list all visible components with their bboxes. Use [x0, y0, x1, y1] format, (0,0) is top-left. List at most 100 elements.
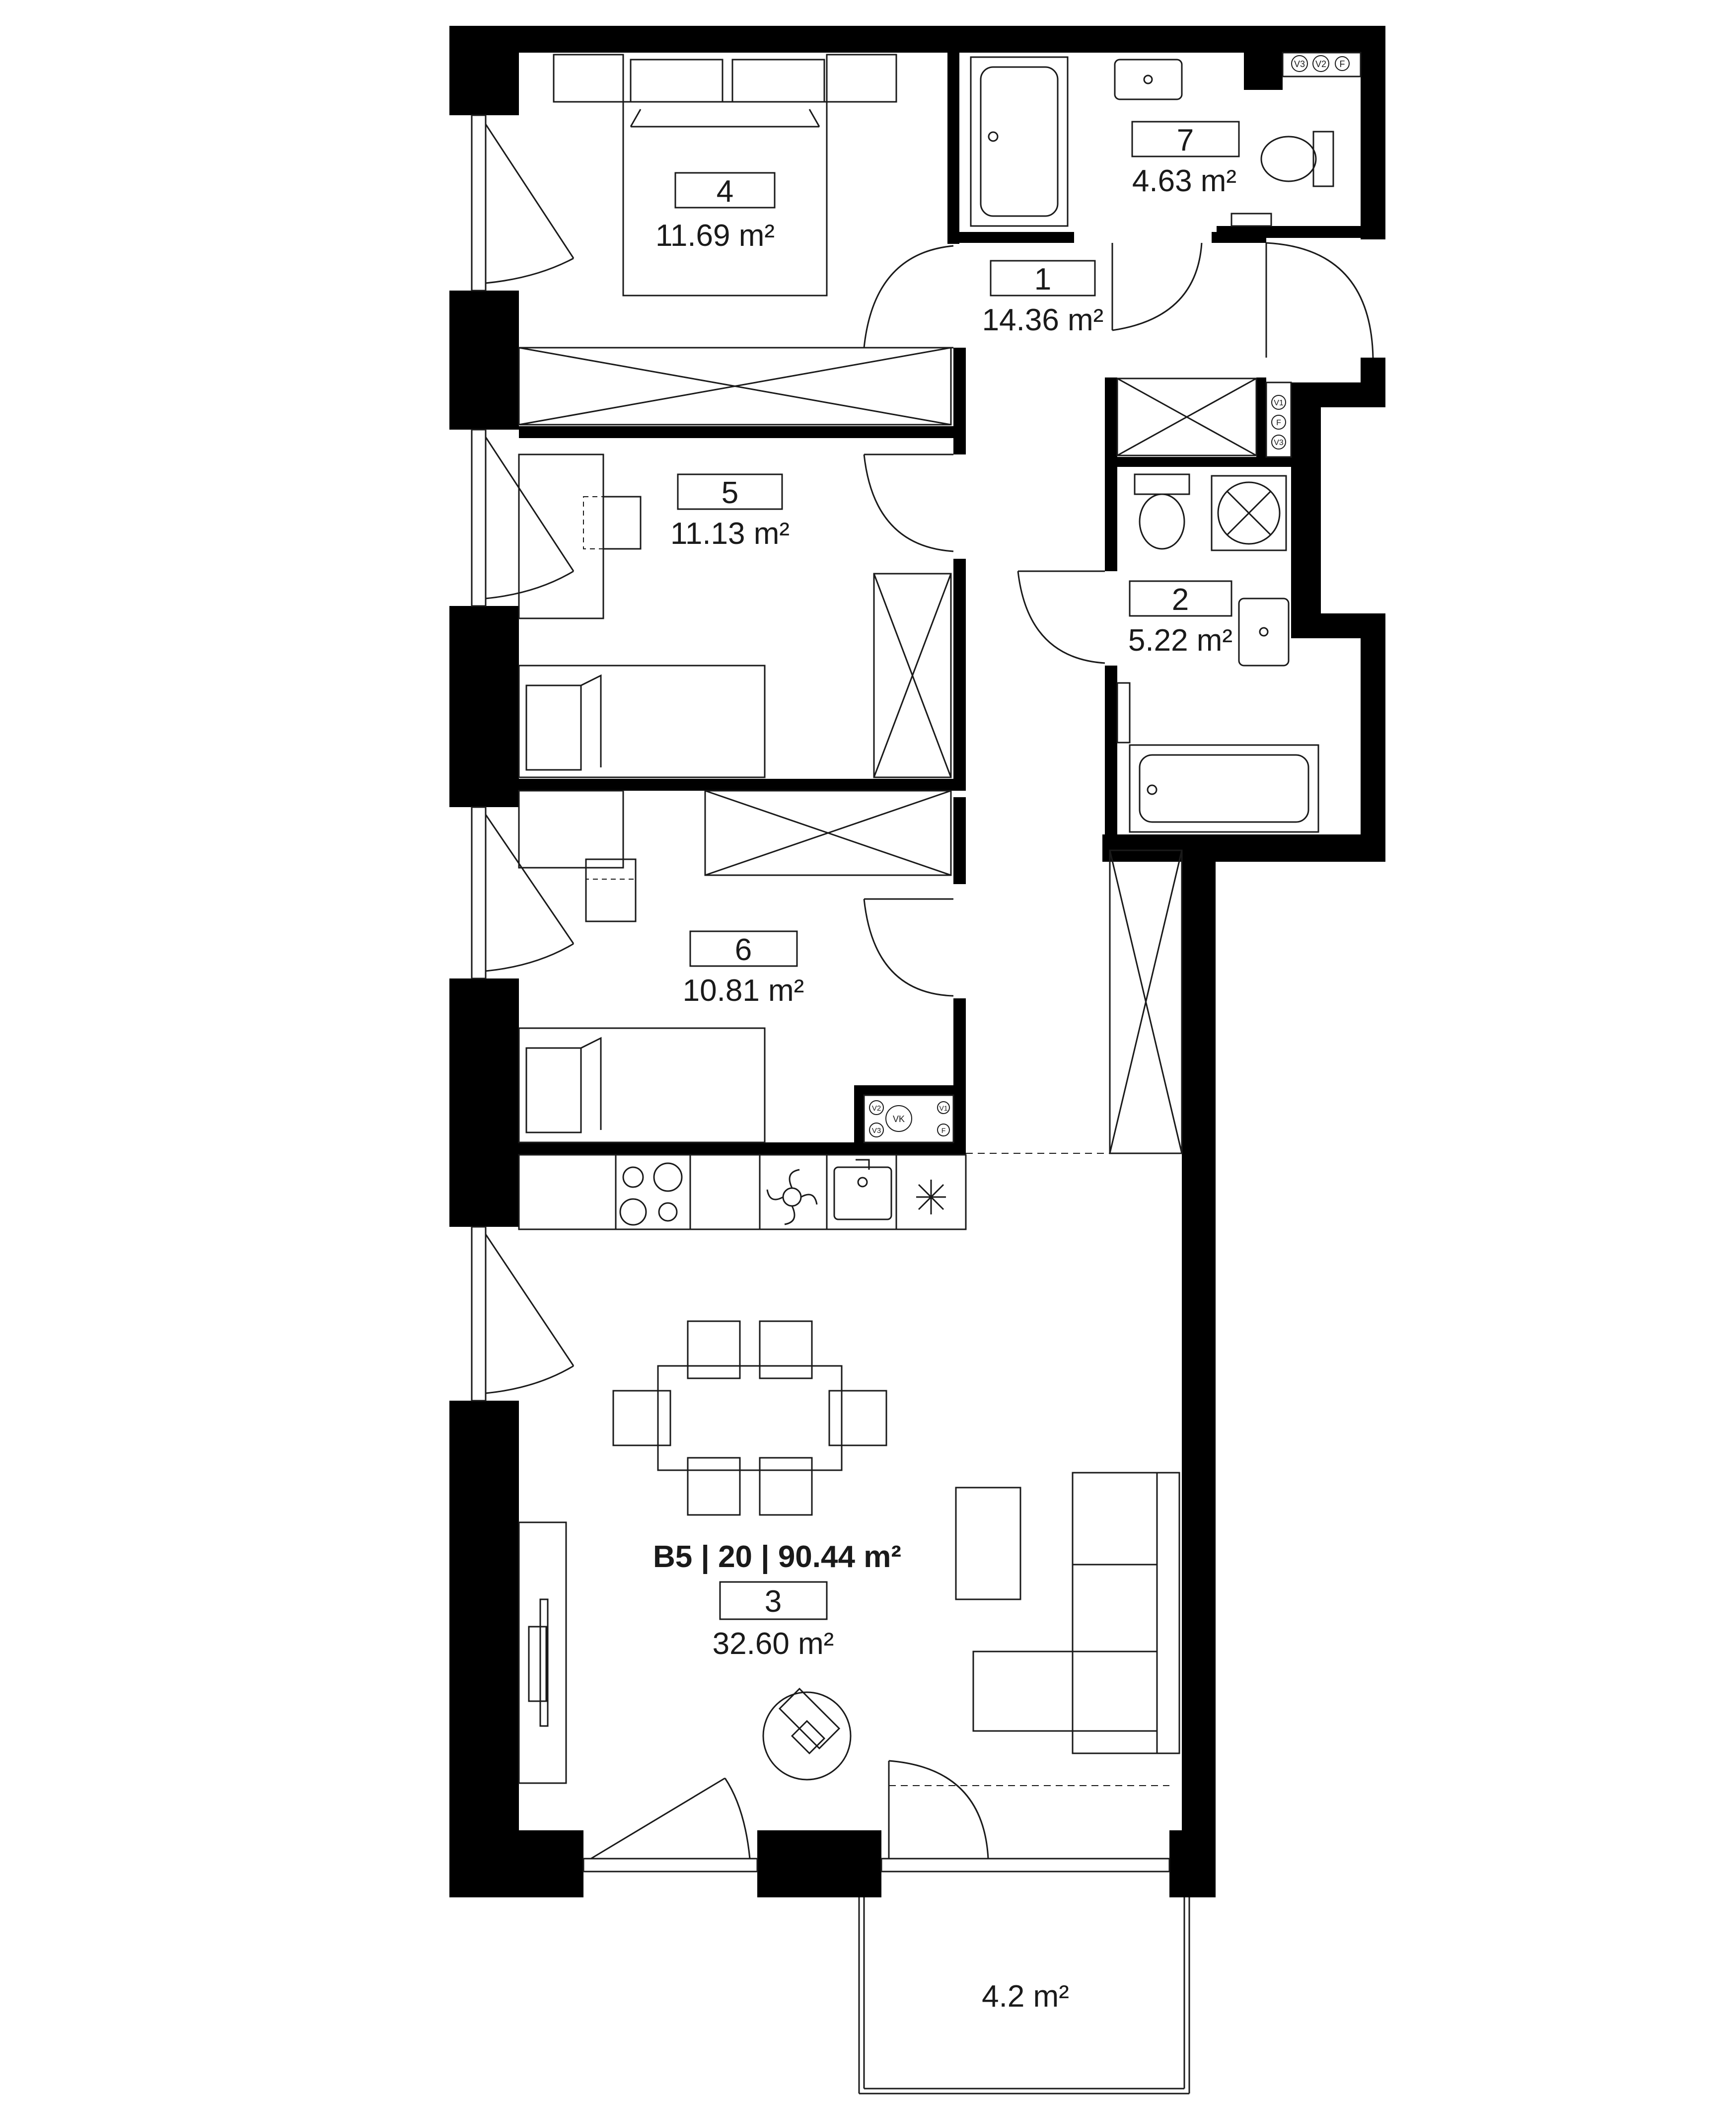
hob-burner-2 [653, 1162, 683, 1192]
washer-2-cross [1227, 491, 1271, 535]
storage-shaft-cross [1117, 377, 1257, 456]
meter-label-f-shaft: F [1276, 419, 1281, 427]
kitchen-counter [518, 1154, 967, 1230]
armchair-inner [778, 1687, 841, 1750]
room5-number-box [677, 473, 783, 510]
room6-area: 10.81 m² [683, 974, 804, 1008]
wall-right-lower [1182, 862, 1216, 1897]
desk-bedroom6 [518, 790, 624, 869]
chair-bedroom6-dash [585, 859, 636, 880]
bathtub-2 [1129, 744, 1319, 833]
wall-bath2-bottom [1102, 834, 1385, 862]
wardrobe-bedroom5-cross [873, 573, 952, 778]
bottom-openings [582, 1760, 1170, 1873]
room4-number-box [674, 172, 776, 209]
balcony-door-frame [880, 1858, 1170, 1873]
room7-area: 4.63 m² [1132, 164, 1236, 198]
room4-area: 11.69 m² [655, 219, 775, 253]
sink-2-drain [1259, 627, 1269, 637]
window-bedroom4-swing [485, 124, 575, 284]
tv-base [539, 1598, 549, 1727]
dining [612, 1320, 887, 1516]
windows [471, 114, 575, 1402]
double-bed [622, 101, 828, 297]
dining-chair-left [612, 1390, 671, 1446]
chair-bedroom5-dash [583, 496, 604, 549]
kitchen-sink-tap [856, 1159, 870, 1170]
toilet-2-bowl [1139, 493, 1185, 550]
pillow-right [731, 59, 825, 103]
bedroom5-furniture [518, 453, 766, 778]
bathroom2-fixtures [1116, 473, 1319, 833]
single-bed-bedroom6 [518, 1027, 766, 1143]
wall-bath2-left-1 [1105, 377, 1117, 571]
room3-number: 3 [765, 1584, 782, 1619]
room2-number: 2 [1172, 583, 1189, 617]
meter-label-v1-shaft: V1 [1274, 399, 1284, 407]
living [518, 1472, 1180, 1784]
door-bath2-arc [1017, 571, 1105, 664]
sink-2 [1238, 598, 1290, 667]
pillow-bedroom6 [525, 1047, 582, 1133]
dishwasher-fan-blades [766, 1169, 818, 1225]
wall-bath7-left [947, 53, 959, 244]
sink-7-drain [1143, 75, 1153, 84]
room-labels [674, 121, 1240, 1620]
door-bedroom5-arc [863, 454, 954, 552]
wall-corridor-left-3 [953, 797, 966, 884]
wardrobe-corridor-cross [1109, 850, 1183, 1154]
wall-corridor-left-4 [953, 998, 966, 1145]
bed5-fold [580, 674, 602, 767]
coffee-table [955, 1487, 1021, 1600]
room3-area: 32.60 m² [713, 1627, 834, 1661]
bathtub-7 [970, 56, 1069, 227]
balcony [858, 1897, 1190, 2095]
bath7-shelf [1230, 213, 1272, 227]
room1-area: 14.36 m² [982, 303, 1104, 337]
window-bedroom5-swing [485, 437, 575, 600]
window-bedroom5 [471, 429, 487, 607]
wall-bath7-bottom-a [947, 232, 1074, 243]
meter-label-v3-shaft: V3 [1274, 439, 1284, 447]
wall-bottom-mid [757, 1830, 881, 1897]
bedroom6-furniture [518, 790, 766, 1143]
room1-number: 1 [1034, 262, 1051, 297]
door-bedroom4-arc [863, 245, 954, 348]
room6-number: 6 [735, 933, 752, 967]
wall-bath2-top [1105, 457, 1313, 467]
wall-bedroom5-bottom [519, 779, 966, 791]
wall-shaft-box-left [854, 1085, 864, 1150]
bathtub-7-inner [980, 66, 1059, 217]
wall-bath2-left-2 [1105, 666, 1117, 849]
meter-box-shaft: V1 F V3 [1265, 381, 1292, 458]
wall-left-4 [449, 1401, 519, 1897]
dining-table [657, 1365, 843, 1471]
washer-2 [1211, 475, 1287, 551]
chair-bedroom5 [602, 496, 642, 550]
wall-right-upper [1361, 26, 1385, 239]
wall-right-mid [1361, 613, 1385, 862]
window-living [471, 1226, 487, 1402]
wall-shaft-box [854, 1085, 966, 1095]
wall-shaft2-left [1256, 377, 1266, 462]
pillow-bedroom5 [525, 684, 582, 771]
wall-left-3 [449, 978, 519, 1227]
door-bedroom6-arc [863, 899, 954, 997]
storage-shaft [1116, 377, 1257, 456]
walls [449, 26, 1385, 1897]
wall-left-1 [449, 291, 519, 430]
window-bedroom6 [471, 806, 487, 979]
dining-chair-bottom-2 [759, 1457, 813, 1516]
dining-chair-right [828, 1390, 887, 1446]
wall-top [449, 26, 1385, 53]
wall-bottom-right [1169, 1830, 1216, 1897]
wardrobe-bedroom5 [873, 573, 952, 778]
room4-number: 4 [717, 174, 733, 209]
wall-corridor-left-2 [953, 559, 966, 782]
room7-number-box [1131, 121, 1240, 157]
room1-number-box [990, 260, 1096, 297]
single-bed-bedroom5 [518, 665, 766, 778]
wardrobe-bedroom6 [704, 790, 952, 876]
room5-number: 5 [722, 476, 738, 510]
